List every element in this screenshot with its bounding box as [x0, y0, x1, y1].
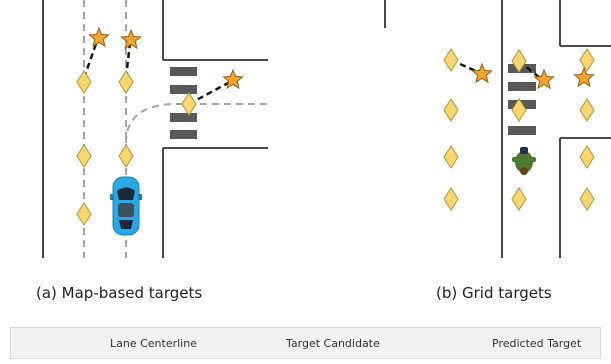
diamond-icon	[579, 48, 595, 72]
diamond-icon	[511, 187, 527, 211]
diamond-icon	[579, 98, 595, 122]
star-icon	[89, 27, 109, 47]
crosswalk	[170, 67, 197, 139]
association-line	[82, 40, 99, 79]
caption-grid: (b) Grid targets	[436, 284, 552, 302]
diamond-icon	[181, 92, 197, 116]
legend-target-candidate: Target Candidate	[286, 337, 380, 350]
panel-grid	[384, 0, 611, 258]
crosswalk	[508, 64, 536, 135]
pedestrian-icon	[512, 147, 536, 175]
diamond-icon	[443, 145, 459, 169]
legend: Lane Centerline Target Candidate Predict…	[10, 327, 601, 359]
star-icon	[534, 69, 554, 89]
car-icon	[110, 176, 142, 236]
diamond-icon	[76, 70, 92, 94]
caption-map-based: (a) Map-based targets	[36, 284, 203, 302]
legend-predicted-target: Predicted Target	[492, 337, 582, 350]
star-icon	[574, 67, 594, 87]
diamond-icon	[118, 144, 134, 168]
diamond-icon	[76, 202, 92, 226]
star-icon	[121, 29, 141, 49]
diamond-icon	[443, 48, 459, 72]
diamond-icon	[443, 187, 459, 211]
diamond-icon	[579, 145, 595, 169]
star-icon	[223, 69, 243, 89]
association-line	[188, 80, 231, 106]
star-icon	[472, 63, 492, 83]
diamond-icon	[443, 98, 459, 122]
diamond-icon	[118, 70, 134, 94]
diamond-icon	[579, 187, 595, 211]
diamond-icon	[76, 144, 92, 168]
legend-lane-centerline: Lane Centerline	[110, 337, 197, 350]
panel-map-based	[42, 0, 268, 258]
